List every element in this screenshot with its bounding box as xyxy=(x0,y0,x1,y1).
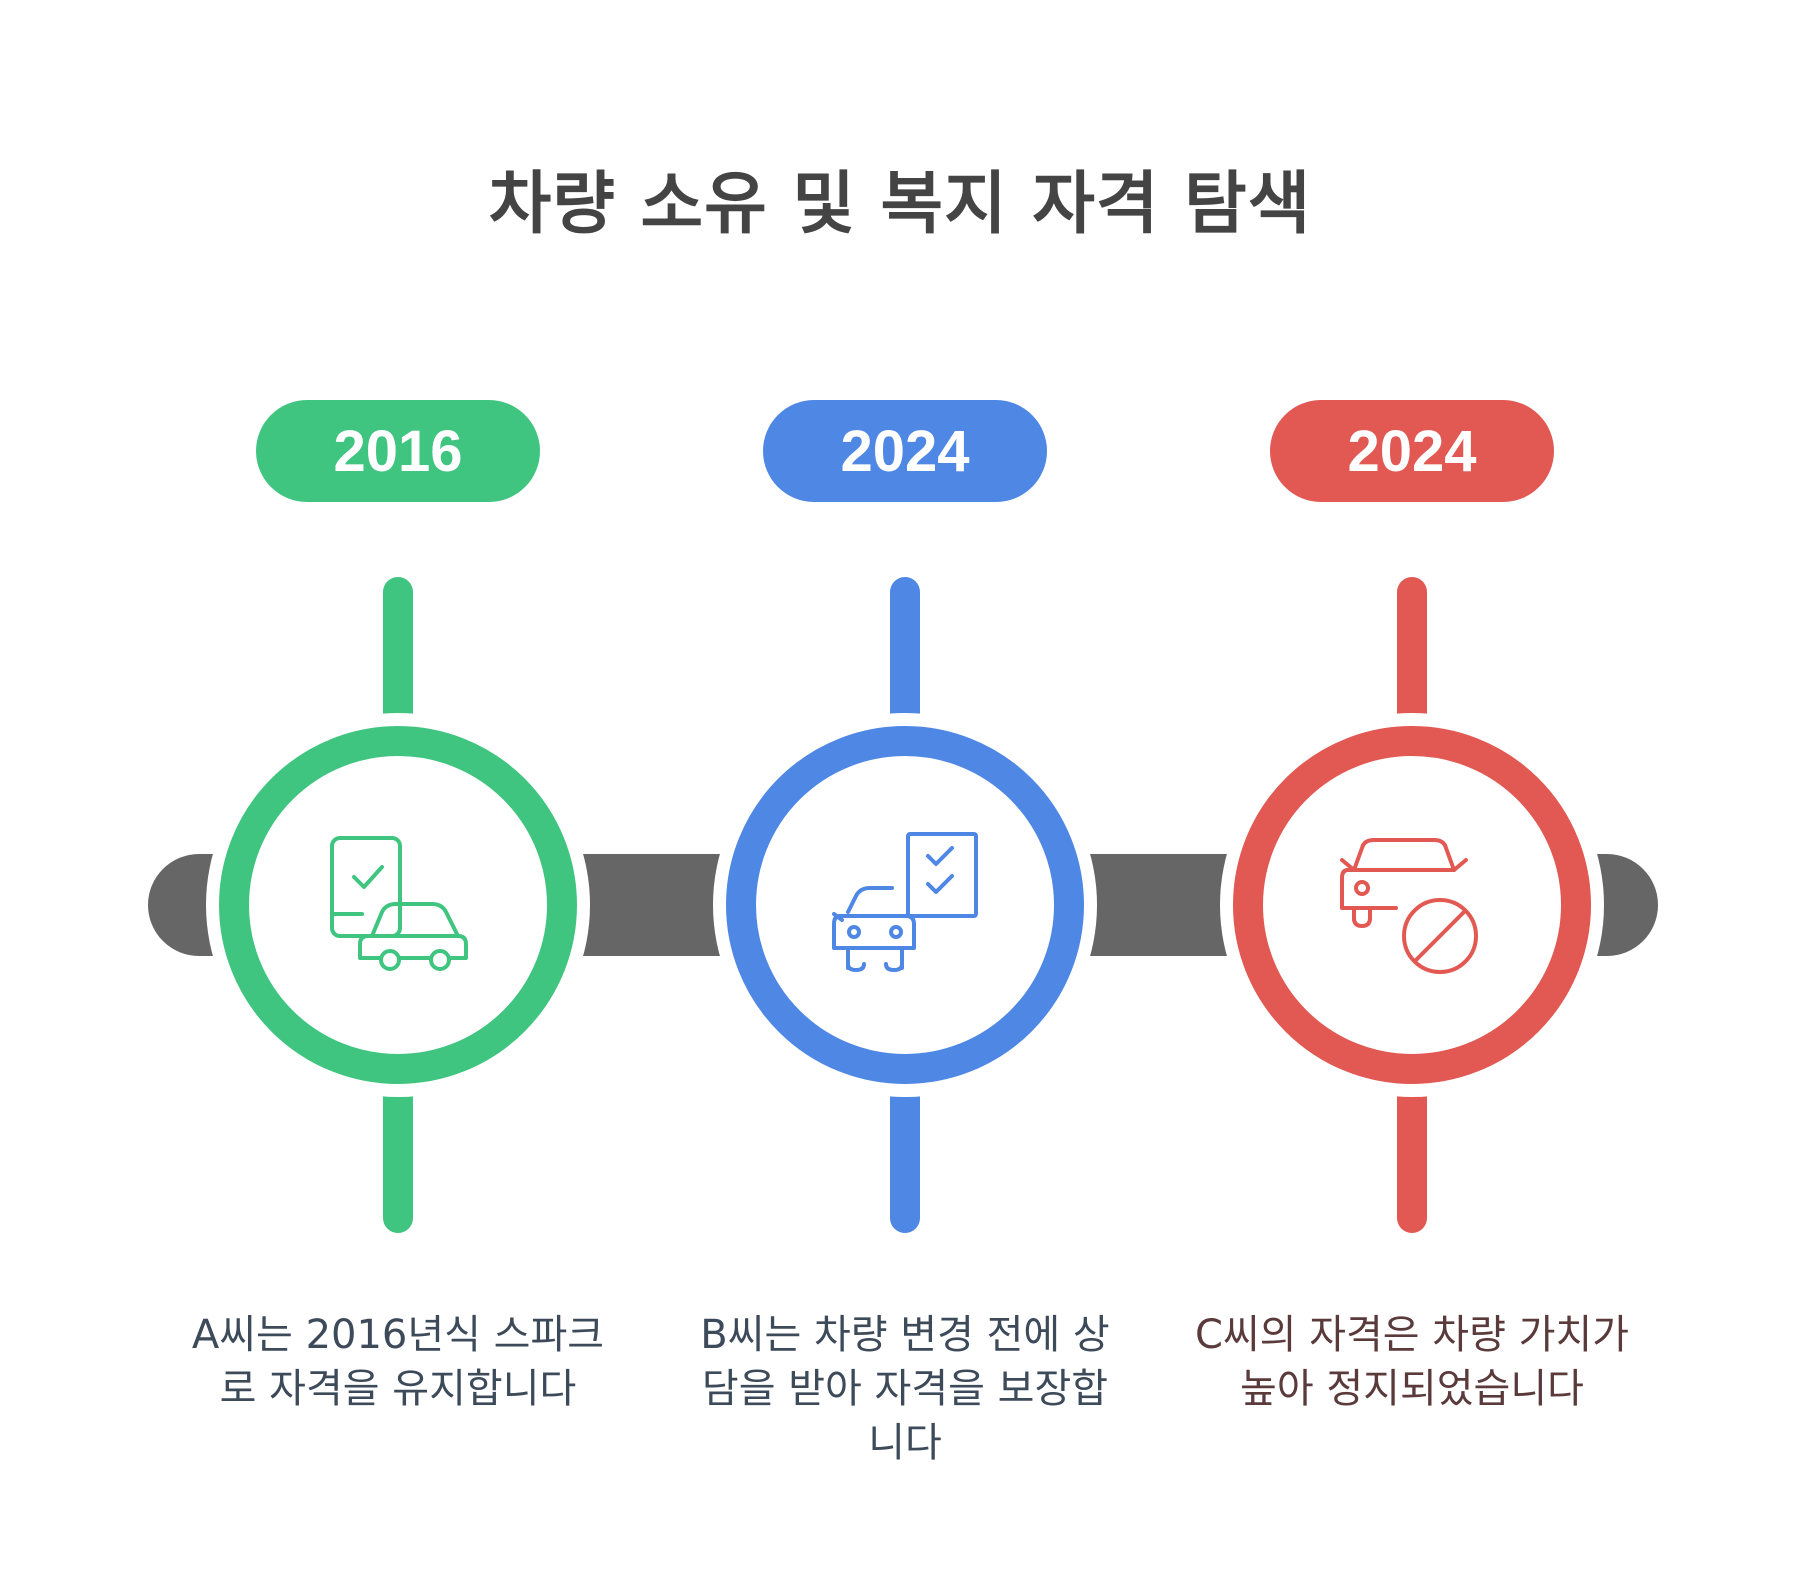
car-prohibited-icon xyxy=(1340,838,1478,974)
milestone-3-description: C씨의 자격은 차량 가치가 높아 정지되었습니다 xyxy=(1194,1312,1630,1412)
page-title: 차량 소유 및 복지 자격 탐색 xyxy=(488,165,1312,244)
milestone-1-description: A씨는 2016년식 스파크로 자격을 유지합니다 xyxy=(191,1312,605,1412)
phone-check-car-icon xyxy=(330,836,468,971)
car-checklist-icon xyxy=(832,832,978,972)
year-badge-2: 2024 xyxy=(763,400,1047,502)
milestone-2-description: B씨는 차량 변경 전에 상담을 받아 자격을 보장합니다 xyxy=(700,1312,1110,1466)
milestone-2 xyxy=(713,577,1097,1233)
year-badge-3: 2024 xyxy=(1270,400,1554,502)
milestone-3 xyxy=(1220,577,1604,1233)
milestone-1 xyxy=(206,577,590,1233)
year-badge-1: 2016 xyxy=(256,400,540,502)
